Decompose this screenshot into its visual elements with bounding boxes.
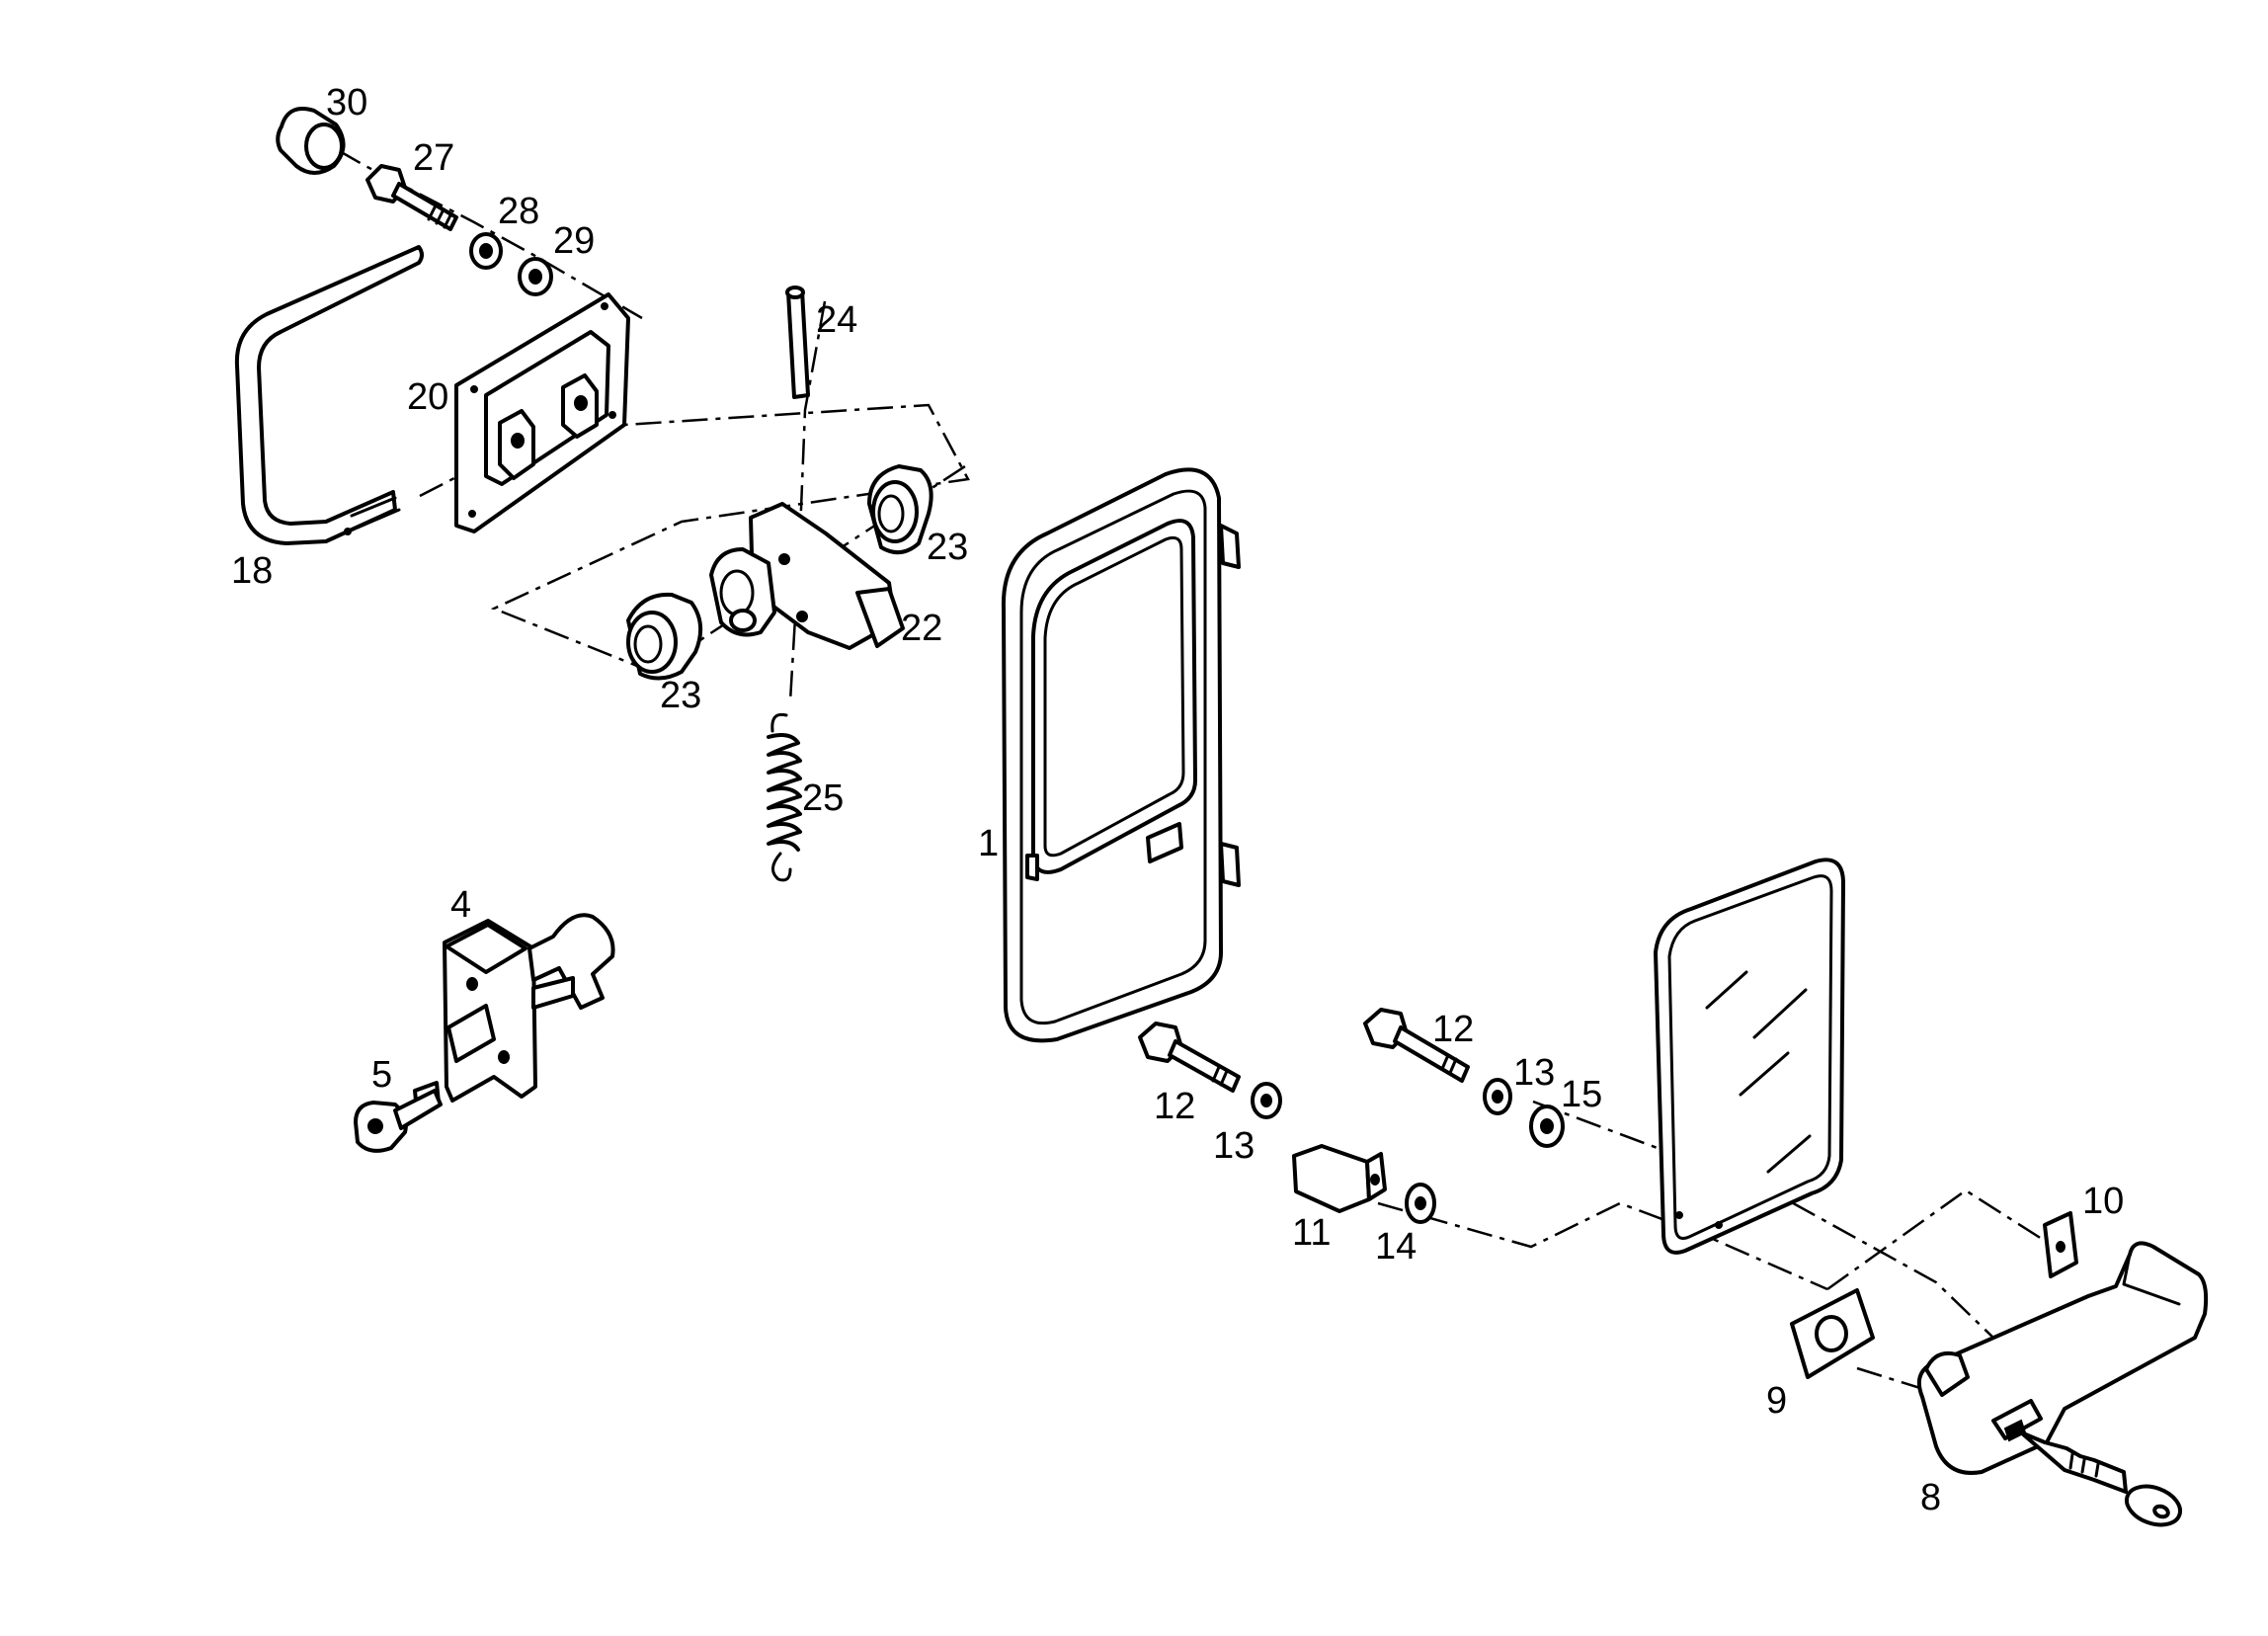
latch-housing-part-22 xyxy=(709,502,905,650)
angle-bracket-part-11 xyxy=(1292,1144,1387,1213)
label-part-15: 15 xyxy=(1561,1074,1602,1115)
bolt-part-27 xyxy=(365,164,458,231)
label-part-23-upper: 23 xyxy=(927,527,968,568)
washer-part-13-right xyxy=(1483,1078,1512,1115)
bolt-part-12-left xyxy=(1138,1022,1241,1093)
pin-part-24 xyxy=(785,286,810,399)
label-part-9: 9 xyxy=(1766,1380,1787,1422)
bushing-part-23-lower xyxy=(626,592,703,681)
label-part-30: 30 xyxy=(326,82,367,123)
part-number-labels: 30 27 28 29 24 20 18 23 22 23 25 1 4 5 1… xyxy=(231,82,2124,1518)
label-part-10: 10 xyxy=(2082,1181,2124,1222)
label-part-12-left: 12 xyxy=(1154,1086,1195,1127)
label-part-4: 4 xyxy=(450,884,471,926)
label-part-28: 28 xyxy=(498,191,539,232)
mounting-plate-part-20 xyxy=(454,292,630,533)
washer-part-13-left xyxy=(1251,1082,1282,1119)
label-part-22: 22 xyxy=(901,608,942,649)
cap-part-30 xyxy=(276,107,346,175)
label-part-13-left: 13 xyxy=(1213,1125,1255,1167)
escutcheon-part-9 xyxy=(1790,1288,1875,1379)
glass-pane xyxy=(1654,858,1845,1255)
label-part-20: 20 xyxy=(407,376,448,418)
label-part-14: 14 xyxy=(1375,1226,1417,1268)
washer-part-14 xyxy=(1405,1183,1436,1224)
spring-part-25 xyxy=(767,712,802,882)
bushing-part-23-upper xyxy=(867,464,933,555)
label-part-5: 5 xyxy=(371,1054,392,1096)
label-part-8: 8 xyxy=(1920,1477,1941,1518)
washer-part-15 xyxy=(1529,1104,1565,1148)
small-plate-part-10 xyxy=(2043,1211,2078,1278)
door-frame-part-1 xyxy=(1001,467,1241,1043)
label-part-1: 1 xyxy=(978,823,999,864)
bent-rod-part-18 xyxy=(234,245,424,545)
bolt-part-12-right xyxy=(1363,1008,1470,1083)
washer-part-29 xyxy=(518,257,553,296)
washer-part-28 xyxy=(469,232,503,270)
label-part-25: 25 xyxy=(802,777,844,819)
label-part-24: 24 xyxy=(816,299,857,341)
label-part-11: 11 xyxy=(1292,1212,1331,1254)
screw-part-5 xyxy=(354,1081,443,1153)
label-part-18: 18 xyxy=(231,550,273,592)
label-part-29: 29 xyxy=(553,220,595,262)
handle-part-8 xyxy=(1916,1241,2209,1475)
key-icon xyxy=(2019,1431,2183,1527)
label-part-13-right: 13 xyxy=(1513,1052,1555,1094)
label-part-27: 27 xyxy=(413,137,454,179)
label-part-12-right: 12 xyxy=(1432,1009,1474,1050)
label-part-23-lower: 23 xyxy=(660,675,701,716)
latch-bracket-part-4 xyxy=(443,913,615,1103)
